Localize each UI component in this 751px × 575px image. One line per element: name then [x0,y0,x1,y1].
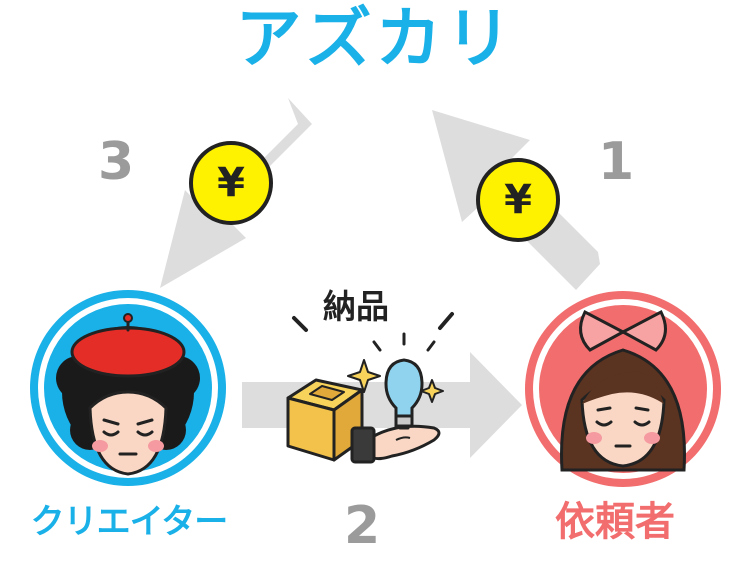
yen-coin-left-icon [189,141,273,225]
delivery-label: 納品 [323,287,389,326]
client-bow [579,309,667,352]
sparkle-star-icon [347,359,444,403]
service-name-title: アズカリ [235,0,516,77]
step-number-1: 1 [598,132,635,192]
offering-hand-icon [350,424,441,464]
idea-lightbulb-icon [372,332,436,430]
delivery-sparkle-lines [292,312,454,332]
client-avatar [525,291,721,487]
step-number-2: 2 [344,496,381,556]
yen-coin-right-icon [476,158,560,242]
creator-beret [70,313,186,378]
creator-label: クリエイター [30,502,229,542]
client-label: 依頼者 [555,499,675,545]
yen-coin-left-symbol: ¥ [217,160,245,206]
arrow-2-creator-to-client [242,352,522,458]
creator-avatar [30,290,226,486]
step-number-3: 3 [98,132,135,192]
yen-coin-right-symbol: ¥ [504,177,532,223]
